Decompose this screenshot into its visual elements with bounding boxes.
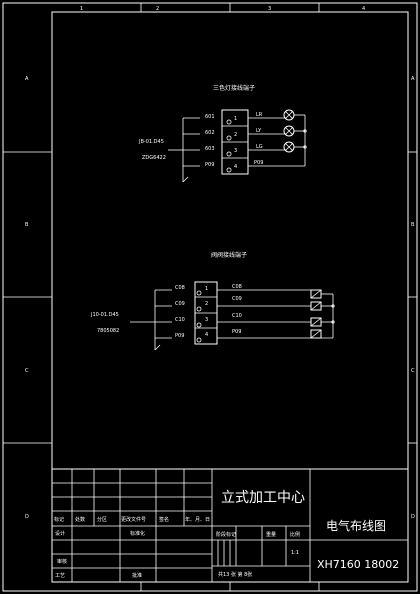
rev-head-mark: 标记 bbox=[54, 516, 64, 523]
lamp-cable-spec: JB-01.D45 bbox=[138, 139, 164, 145]
row-zones: A B C D A B C D bbox=[3, 76, 417, 520]
lamp-label-4: P09 bbox=[254, 160, 263, 166]
valve-term-4: 4 bbox=[205, 332, 208, 338]
col-label-4: 4 bbox=[362, 6, 365, 12]
design-label: 设计 bbox=[55, 530, 65, 537]
drawing-number: XH7160 18002 bbox=[317, 558, 399, 571]
col-label-1: 1 bbox=[80, 6, 83, 12]
valve-wire-1: C08 bbox=[175, 285, 185, 291]
lamp-term-4: 4 bbox=[234, 164, 237, 170]
lamp-terminal-block: 三色灯接线端子 JB-01.D45 ZDG6422 601 1 LR 602 2 bbox=[138, 84, 307, 183]
lamp-wire-3: 603 bbox=[205, 146, 215, 152]
col-label-3: 3 bbox=[268, 6, 271, 12]
valve-term-2: 2 bbox=[205, 301, 208, 307]
valve-coil-3 bbox=[310, 317, 333, 327]
valve-coil-1 bbox=[310, 289, 333, 299]
title-block: 标记 处数 分区 更改文件号 签名 年、月、日 设计 标准化 审核 工艺 批准 … bbox=[51, 468, 409, 583]
row-label-a-right: A bbox=[411, 76, 415, 82]
lamp-cable-code: ZDG6422 bbox=[142, 155, 166, 161]
valve-cable-spec: J10-01.D45 bbox=[90, 312, 119, 318]
scale-label: 比例 bbox=[290, 531, 300, 538]
standard-label: 标准化 bbox=[130, 530, 145, 537]
rev-head-docno: 更改文件号 bbox=[121, 516, 146, 523]
stage-mark-label: 阶段标记 bbox=[216, 531, 236, 538]
sheet-count: 共13 张 第 8张 bbox=[218, 571, 252, 578]
col-label-2: 2 bbox=[156, 6, 159, 12]
lamp-wire-1: 601 bbox=[205, 114, 215, 120]
valve-block-title: 阀阀接线端子 bbox=[211, 251, 247, 259]
row-label-b: B bbox=[25, 222, 29, 228]
lamp-block-title: 三色灯接线端子 bbox=[213, 84, 255, 92]
lamp-label-1: LR bbox=[256, 112, 263, 118]
rev-head-count: 处数 bbox=[75, 516, 85, 523]
lamp-wire-2: 602 bbox=[205, 130, 215, 136]
rev-head-date: 年、月、日 bbox=[185, 516, 210, 523]
valve-label-3: C10 bbox=[232, 313, 242, 319]
valve-label-4: P09 bbox=[232, 329, 241, 335]
company-name: 立式加工中心 bbox=[221, 490, 305, 506]
lamp-label-3: LG bbox=[256, 144, 263, 150]
lamp-term-3: 3 bbox=[234, 148, 237, 154]
lamp-label-2: LY bbox=[256, 128, 262, 134]
valve-coil-4 bbox=[310, 329, 322, 339]
drawing-title: 电气布线图 bbox=[326, 518, 386, 533]
valve-term-1: 1 bbox=[205, 286, 208, 292]
check-label: 审核 bbox=[57, 558, 67, 565]
valve-fanout bbox=[130, 289, 172, 351]
lamp-term-1: 1 bbox=[234, 116, 237, 122]
weight-label: 重量 bbox=[266, 531, 276, 538]
lamp-wire-4: P09 bbox=[205, 162, 214, 168]
row-label-a: A bbox=[25, 76, 29, 82]
row-label-b-right: B bbox=[411, 222, 415, 228]
valve-wire-2: C09 bbox=[175, 301, 185, 307]
scale-value: 1:1 bbox=[291, 550, 299, 556]
column-zones: 1 2 3 4 bbox=[80, 3, 365, 591]
lamp-fanout bbox=[168, 117, 200, 183]
row-label-d-right: D bbox=[411, 514, 415, 520]
process-label: 工艺 bbox=[55, 573, 65, 579]
valve-label-1: C08 bbox=[232, 284, 242, 290]
valve-terminal-block: 阀阀接线端子 J10-01.D45 7805082 C08 1 C08 C09 … bbox=[90, 251, 335, 351]
valve-cable-code: 7805082 bbox=[97, 328, 119, 334]
rev-head-sign: 签名 bbox=[159, 516, 169, 523]
valve-term-3: 3 bbox=[205, 317, 208, 323]
row-label-c-right: C bbox=[411, 368, 415, 374]
valve-label-2: C09 bbox=[232, 296, 242, 302]
row-label-d: D bbox=[25, 514, 29, 520]
approve-label: 批准 bbox=[132, 572, 142, 579]
valve-coil-2 bbox=[310, 301, 333, 311]
valve-wire-3: C10 bbox=[175, 317, 185, 323]
lamp-term-2: 2 bbox=[234, 132, 237, 138]
rev-head-zone: 分区 bbox=[97, 516, 107, 523]
valve-wire-4: P09 bbox=[175, 333, 184, 339]
row-label-c: C bbox=[25, 368, 29, 374]
